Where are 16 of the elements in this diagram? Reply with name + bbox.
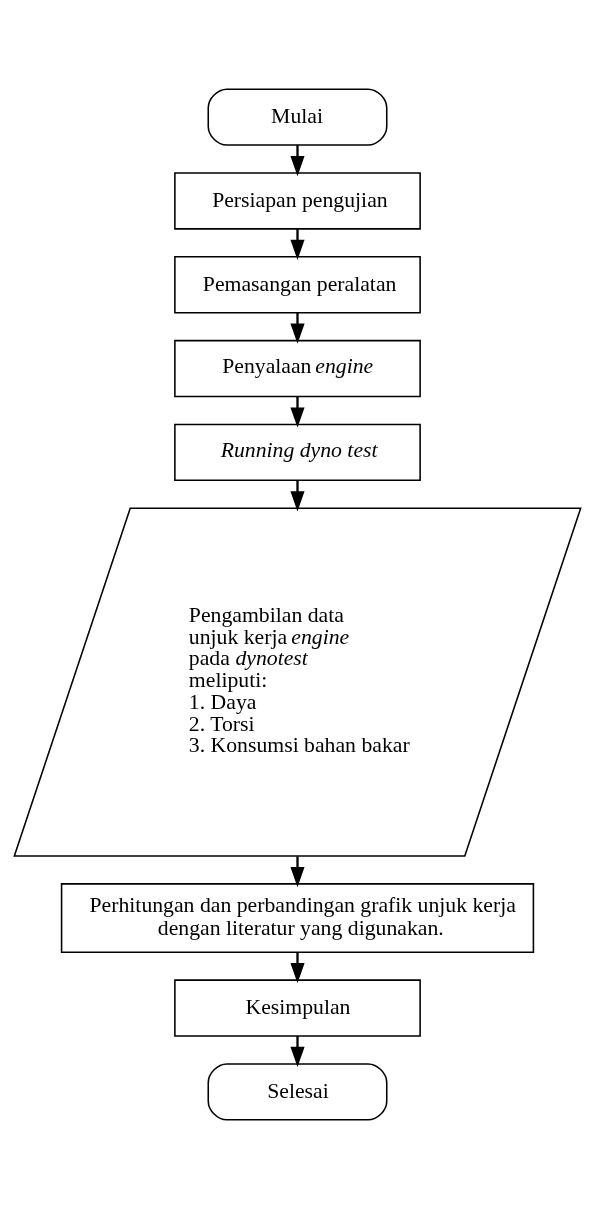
arrow — [290, 479, 305, 511]
arrow — [290, 1035, 305, 1067]
arrow — [290, 228, 305, 260]
node-box: Persiapan pengujian — [174, 171, 421, 230]
arrow — [290, 951, 305, 983]
arrow — [290, 144, 305, 176]
node-box: Running dyno test — [174, 423, 421, 481]
node-box: Selesai — [207, 1062, 388, 1121]
arrow — [290, 312, 305, 344]
node-box: Perhitungan dan perbandingan grafik unjuk kerja dengan literatur yang digunakan. — [60, 882, 535, 953]
node-box: Kesimpulan — [174, 978, 421, 1037]
node-box: Penyalaan engine — [174, 339, 421, 397]
node-box: Pemasangan peralatan — [174, 255, 421, 313]
arrow — [290, 396, 305, 428]
arrow — [290, 856, 305, 887]
node-box: Mulai — [207, 87, 388, 146]
